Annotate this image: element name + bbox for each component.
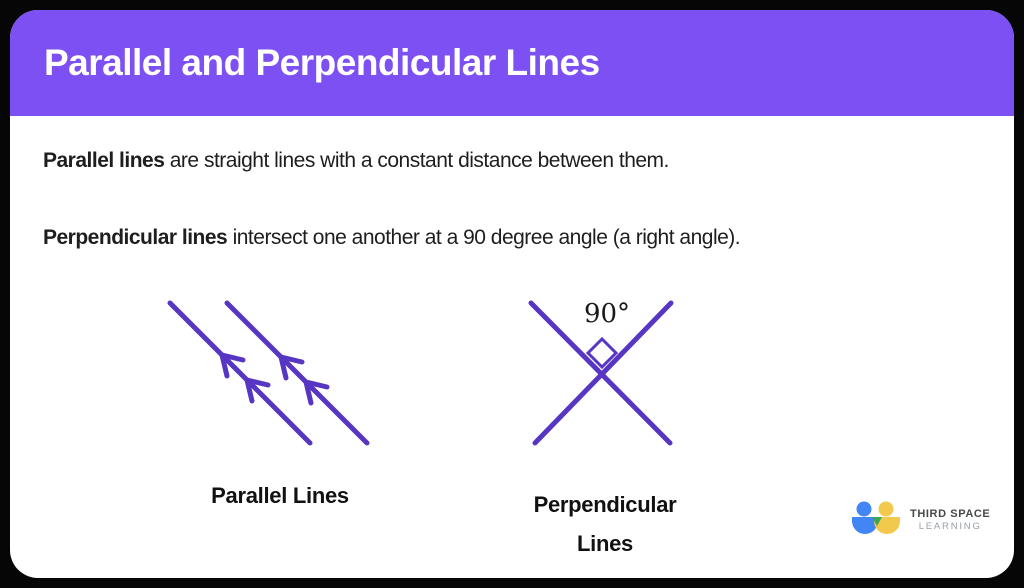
definition-perpendicular: Perpendicular lines intersect one anothe… bbox=[43, 226, 741, 250]
parallel-caption: Parallel Lines bbox=[211, 483, 349, 508]
logo-name-line1: THIRD SPACE bbox=[910, 508, 991, 520]
page-title: Parallel and Perpendicular Lines bbox=[44, 42, 600, 83]
perpendicular-caption-line1: Perpendicular bbox=[533, 492, 677, 517]
arrow-chevron-icon bbox=[219, 352, 246, 379]
perpendicular-lines-diagram bbox=[528, 300, 674, 446]
slide-header: Parallel and Perpendicular Lines bbox=[10, 10, 1014, 116]
parallel-line-2 bbox=[224, 300, 370, 446]
perpendicular-caption: Perpendicular Lines bbox=[515, 485, 695, 563]
logo: THIRD SPACE LEARNING bbox=[848, 498, 990, 542]
arrow-chevron-icon bbox=[244, 377, 271, 404]
third-space-learning-logo-icon bbox=[852, 501, 900, 534]
logo-yellow-head bbox=[878, 501, 894, 517]
logo-name-line2: LEARNING bbox=[918, 521, 982, 532]
logo-blue-head bbox=[856, 501, 872, 517]
logo-green-wedge bbox=[872, 517, 882, 526]
angle-90-label: 90° bbox=[583, 299, 631, 329]
definition-parallel-rest: are straight lines with a constant dista… bbox=[164, 149, 670, 172]
definition-perpendicular-rest: intersect one another at a 90 degree ang… bbox=[227, 226, 741, 249]
parallel-lines-diagram bbox=[167, 300, 370, 446]
logo-yellow-body bbox=[874, 517, 900, 534]
definition-perpendicular-term: Perpendicular lines bbox=[43, 226, 228, 249]
definition-parallel: Parallel lines are straight lines with a… bbox=[43, 149, 669, 173]
perpendicular-line-2 bbox=[532, 300, 674, 446]
logo-text: THIRD SPACE LEARNING bbox=[910, 508, 990, 532]
arrow-chevron-icon bbox=[278, 354, 305, 381]
definition-parallel-term: Parallel lines bbox=[43, 149, 165, 172]
logo-blue-body bbox=[852, 517, 878, 534]
right-angle-marker bbox=[585, 336, 619, 370]
slide-card: Parallel and Perpendicular Lines Paralle… bbox=[10, 10, 1014, 578]
perpendicular-caption-line2: Lines bbox=[577, 531, 633, 556]
arrow-chevron-icon bbox=[303, 379, 330, 406]
parallel-line-1 bbox=[167, 300, 313, 446]
